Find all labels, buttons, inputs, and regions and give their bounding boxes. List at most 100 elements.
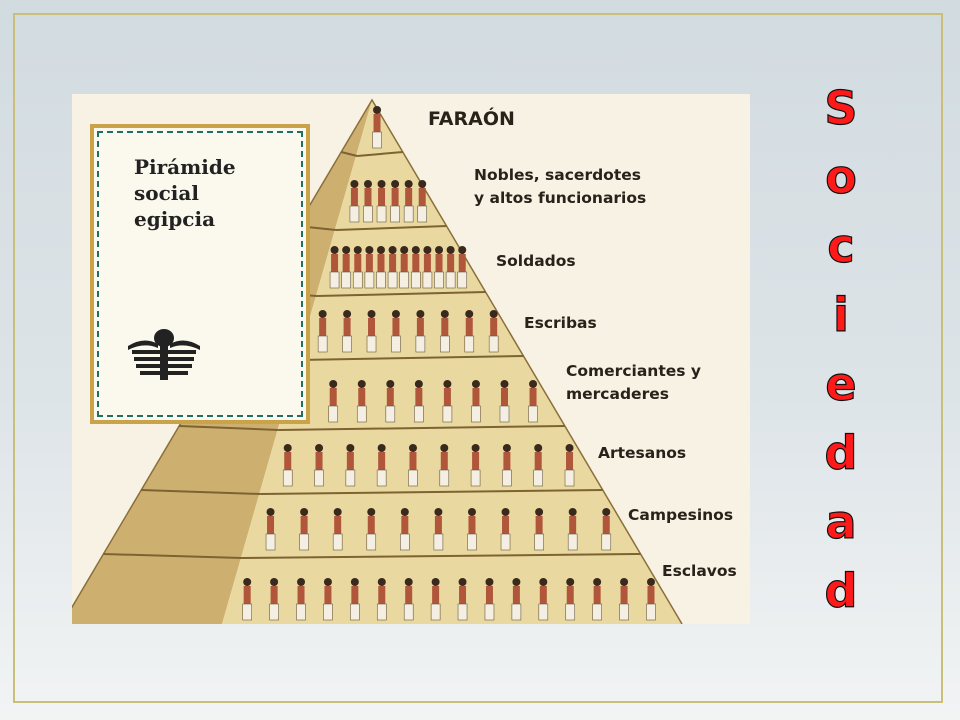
vertical-title-letter: i: [833, 287, 850, 342]
figure-kilt: [296, 603, 306, 621]
figure-kilt: [433, 533, 444, 551]
figure-head: [353, 246, 362, 254]
figure-kilt: [411, 271, 421, 289]
level-label-merchants: Comerciantes y mercaderes: [566, 362, 701, 403]
figure-kilt: [265, 533, 276, 551]
figure-body: [391, 188, 399, 206]
figure-kilt: [242, 603, 252, 621]
figure-kilt: [390, 205, 400, 223]
figure-body: [566, 586, 574, 604]
pyramid-level-line: [242, 553, 641, 559]
figure-kilt: [345, 469, 356, 487]
figure-head: [535, 508, 544, 516]
pyramid-level-line: [335, 225, 447, 231]
figure-body: [443, 388, 451, 406]
figure-body: [300, 516, 308, 534]
figure-kilt: [363, 205, 373, 223]
figure-body: [392, 318, 400, 336]
figure-kilt: [534, 533, 544, 551]
figure-kilt: [356, 405, 367, 423]
figure-head: [646, 578, 655, 586]
figure-kilt: [565, 603, 576, 621]
figure-kilt: [533, 469, 544, 487]
figure-kilt: [366, 533, 377, 551]
figure-kilt: [646, 603, 656, 621]
figure-body: [365, 254, 373, 272]
figure-kilt: [417, 205, 428, 223]
figure-head: [501, 508, 510, 516]
figure-body: [405, 586, 413, 604]
figure-head: [467, 508, 476, 516]
figure-body: [415, 388, 423, 406]
figure-body: [400, 254, 408, 272]
figure-body: [409, 452, 417, 470]
figure-head: [376, 246, 385, 254]
figure-head: [434, 508, 443, 516]
figure-body: [270, 586, 278, 604]
figure-head: [404, 578, 413, 586]
pyramid-level-line: [357, 151, 403, 157]
figure-body: [405, 188, 413, 206]
figure-body: [472, 452, 480, 470]
figure-head: [323, 578, 332, 586]
figure-kilt: [619, 603, 629, 621]
figure-body: [472, 388, 480, 406]
pyramid-level-line: [298, 355, 524, 361]
figure-kilt: [364, 271, 375, 289]
figure-body: [243, 586, 251, 604]
figure-body: [535, 516, 543, 534]
figure-head: [266, 508, 275, 516]
figure-head: [431, 578, 440, 586]
vertical-title-letter: a: [825, 494, 857, 549]
figure-kilt: [439, 469, 450, 487]
figure-body: [331, 254, 339, 272]
figure-head: [350, 578, 359, 586]
figure-kilt: [299, 533, 309, 551]
figure-body: [502, 516, 510, 534]
figure-kilt: [399, 271, 410, 289]
figure-kilt: [376, 205, 387, 223]
figure-kilt: [484, 603, 495, 621]
figure-head: [400, 508, 409, 516]
figure-kilt: [592, 603, 602, 621]
figure-head: [346, 444, 355, 452]
figure-kilt: [341, 271, 351, 289]
figure-body: [423, 254, 431, 272]
figure-kilt: [434, 271, 444, 289]
figure-body: [319, 318, 327, 336]
figure-kilt: [269, 603, 279, 621]
figure-kilt: [470, 469, 481, 487]
figure-body: [602, 516, 610, 534]
figure-kilt: [282, 469, 293, 487]
figure-head: [443, 380, 452, 388]
figure-body: [512, 586, 520, 604]
figure-kilt: [376, 271, 386, 289]
figure-body: [412, 254, 420, 272]
figure-head: [602, 508, 611, 516]
figure-body: [389, 254, 397, 272]
vertical-title-letter: d: [824, 425, 858, 480]
figure-body: [334, 516, 342, 534]
figure-head: [471, 380, 480, 388]
figure-kilt: [352, 271, 363, 289]
figure-head: [512, 578, 521, 586]
figure-body: [529, 388, 537, 406]
figure-body: [500, 388, 508, 406]
figure-body: [284, 452, 292, 470]
figure-head: [404, 180, 413, 188]
figure-kilt: [317, 335, 328, 353]
figure-kilt: [314, 469, 324, 487]
figure-head: [568, 508, 577, 516]
figure-head: [593, 578, 602, 586]
figure-kilt: [342, 335, 352, 353]
figure-body: [418, 188, 426, 206]
figure-body: [297, 586, 305, 604]
pyramid-step-shadow-line: [141, 489, 261, 495]
vertical-title-letter: S: [824, 80, 858, 135]
figure-head: [330, 246, 339, 254]
figure-head: [367, 310, 376, 318]
figure-body: [620, 586, 628, 604]
figure-body: [364, 188, 372, 206]
figure-head: [377, 180, 386, 188]
